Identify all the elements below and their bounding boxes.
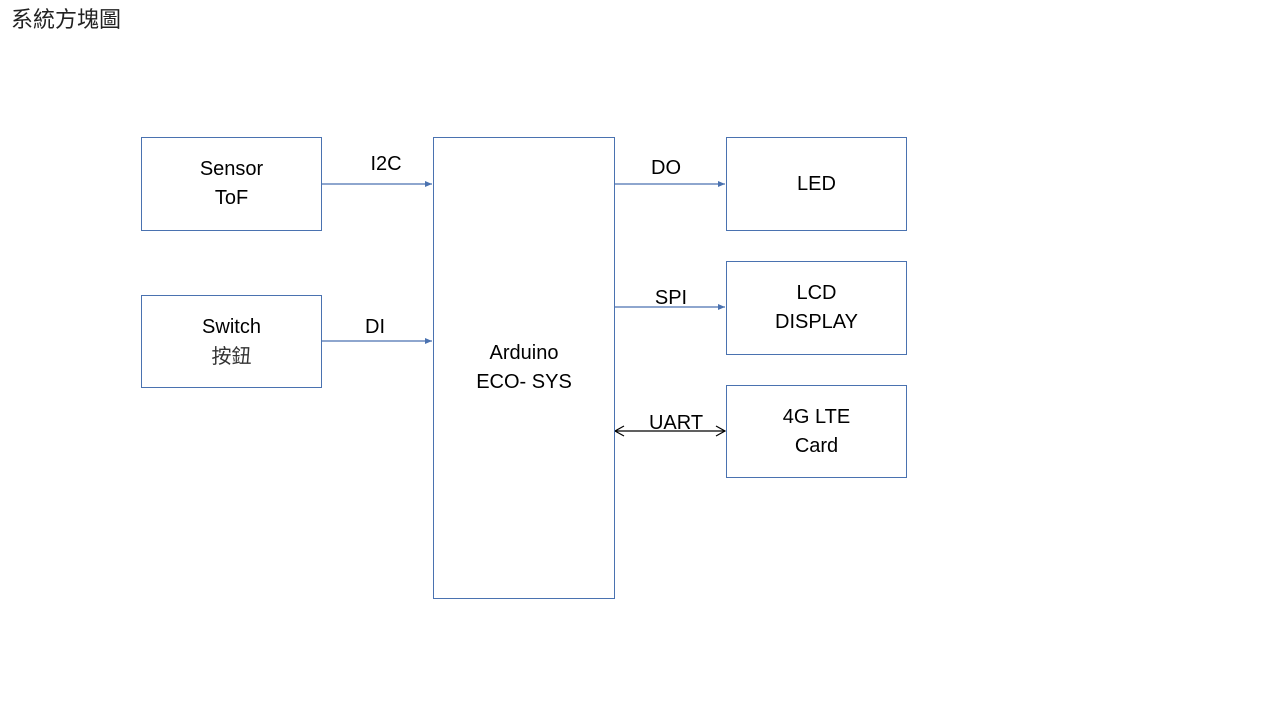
sensor-tof-block: Sensor ToF [141, 137, 322, 231]
sensor-block-line-2: ToF [214, 187, 249, 209]
lcd-block-line-2: DISPLAY [775, 311, 858, 333]
lte-card-block: 4G LTE Card [726, 385, 907, 478]
lte-block-line-2: Card [794, 434, 839, 457]
i2c-label: I2C [370, 153, 402, 175]
switch-block: Switch 按鈕 [141, 295, 322, 388]
lte-block-line-1: 4G LTE [782, 405, 851, 428]
uart-label: UART [648, 412, 704, 434]
led-block: LED [726, 137, 907, 231]
do-label: DO [651, 157, 681, 179]
page-title: 系統方塊圖 [11, 8, 122, 33]
arduino-block-line-2: ECO- SYS [476, 370, 572, 393]
led-block-line-1: LED [797, 172, 836, 195]
sensor-block-line-1: Sensor [199, 158, 264, 180]
arduino-eco-sys-block: Arduino ECO- SYS [433, 137, 615, 599]
switch-block-line-1: Switch [202, 315, 261, 338]
di-label: DI [365, 316, 385, 338]
spi-label: SPI [654, 287, 688, 309]
lcd-block-line-1: LCD [796, 282, 837, 304]
switch-block-line-2: 按鈕 [211, 343, 252, 368]
lcd-display-block: LCD DISPLAY [726, 261, 907, 355]
arduino-block-line-1: Arduino [489, 341, 559, 364]
